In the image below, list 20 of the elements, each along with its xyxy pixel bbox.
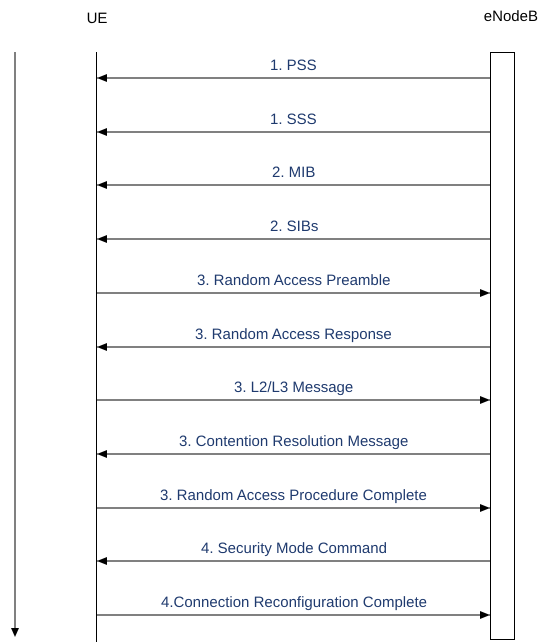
message-arrow: [96, 181, 490, 189]
message-arrow: [96, 289, 490, 297]
edge-label: 3. Contention Resolution Message: [177, 433, 410, 450]
message-arrow: [96, 396, 490, 404]
message-arrow: [96, 74, 490, 82]
edge-label: 3. Random Access Response: [193, 326, 394, 343]
message-arrow: [96, 343, 490, 351]
message-arrow: [96, 450, 490, 458]
message-arrow: [96, 611, 490, 619]
message-arrow: [96, 128, 490, 136]
message-arrow: [96, 235, 490, 243]
edge-label: 4.Connection Reconfiguration Complete: [159, 594, 429, 611]
message-arrow: [96, 504, 490, 512]
edge-label: 3. L2/L3 Message: [232, 379, 356, 396]
edge-label: 3. Random Access Procedure Complete: [158, 487, 429, 504]
edge-label: 4. Security Mode Command: [199, 540, 389, 557]
lifeline: [86, 10, 108, 642]
message-arrow: [96, 557, 490, 565]
lifeline-label: eNodeB: [482, 8, 538, 25]
lifeline-label: UE: [86, 10, 108, 27]
